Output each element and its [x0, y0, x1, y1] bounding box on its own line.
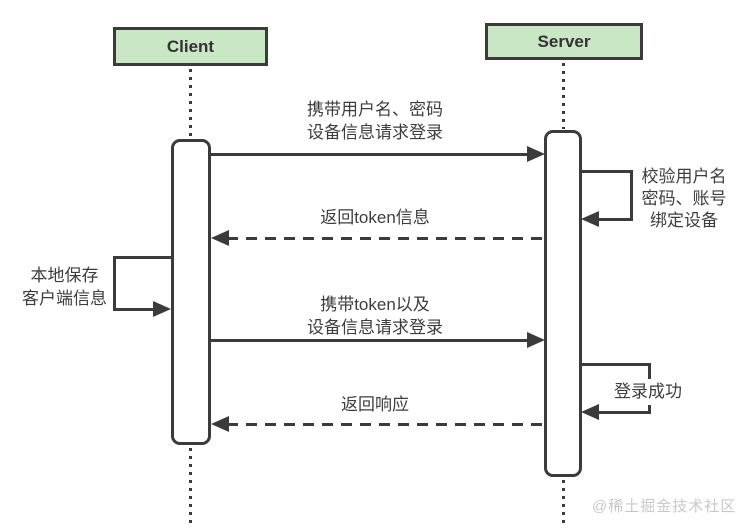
- server-selfloop-2-arrowhead-icon: [581, 404, 599, 420]
- actor-label-client: Client: [166, 36, 215, 56]
- message-1-label-line1: 携带用户名、密码: [307, 100, 443, 119]
- server-selfloop-1-side: [630, 170, 633, 221]
- client-selfloop-label-line2: 客户端信息: [22, 289, 107, 308]
- server-selfloop-1-bottom: [598, 218, 633, 221]
- server-selfloop-1-label: 校验用户名 密码、账号 绑定设备: [628, 166, 740, 232]
- message-4-label: 返回响应: [240, 393, 510, 416]
- client-lifeline-upper: [189, 69, 192, 137]
- client-lifeline-lower: [189, 448, 192, 528]
- server-selfloop-1-label-line2: 密码、账号: [641, 189, 727, 208]
- actor-box-server: Server: [485, 23, 643, 60]
- message-2-label: 返回token信息: [240, 206, 510, 229]
- client-selfloop-bottom: [113, 308, 155, 311]
- message-3-label-line1: 携带token以及: [320, 295, 430, 314]
- message-1-arrowhead-icon: [527, 146, 545, 162]
- client-activation-bar: [171, 139, 211, 445]
- server-selfloop-2-bottom: [598, 411, 651, 414]
- message-1-label: 携带用户名、密码 设备信息请求登录: [240, 98, 510, 144]
- message-1-line: [211, 153, 530, 156]
- server-selfloop-1-arrowhead-icon: [581, 211, 599, 227]
- actor-label-server: Server: [537, 31, 591, 51]
- client-selfloop-arrowhead-icon: [153, 301, 171, 317]
- server-selfloop-1-top: [581, 170, 633, 173]
- client-selfloop-label-line1: 本地保存: [30, 266, 99, 285]
- message-3-label-line2: 设备信息请求登录: [307, 318, 443, 337]
- server-selfloop-2-label: 登录成功: [606, 379, 690, 405]
- client-selfloop-side: [113, 256, 116, 311]
- server-activation-bar: [544, 130, 582, 477]
- client-selfloop-top: [113, 256, 171, 259]
- message-4-label-line1: 返回响应: [341, 395, 409, 414]
- server-selfloop-2-label-line1: 登录成功: [614, 382, 682, 401]
- actor-box-client: Client: [113, 27, 268, 66]
- client-selfloop-label: 本地保存 客户端信息: [12, 264, 117, 310]
- message-4-arrowhead-icon: [211, 416, 229, 432]
- server-selfloop-2-top: [581, 363, 651, 366]
- message-1-label-line2: 设备信息请求登录: [307, 123, 443, 142]
- watermark: @稀土掘金技术社区: [592, 498, 737, 515]
- message-2-line: [227, 237, 545, 240]
- server-selfloop-1-label-line3: 绑定设备: [650, 211, 718, 230]
- message-3-line: [211, 339, 530, 342]
- server-selfloop-1-label-line1: 校验用户名: [641, 167, 727, 186]
- message-3-label: 携带token以及 设备信息请求登录: [240, 293, 510, 339]
- server-lifeline-lower: [562, 480, 565, 525]
- message-2-arrowhead-icon: [211, 230, 229, 246]
- message-3-arrowhead-icon: [527, 332, 545, 348]
- server-lifeline-upper: [562, 63, 565, 129]
- message-4-line: [227, 423, 545, 426]
- message-2-label-line1: 返回token信息: [320, 208, 430, 227]
